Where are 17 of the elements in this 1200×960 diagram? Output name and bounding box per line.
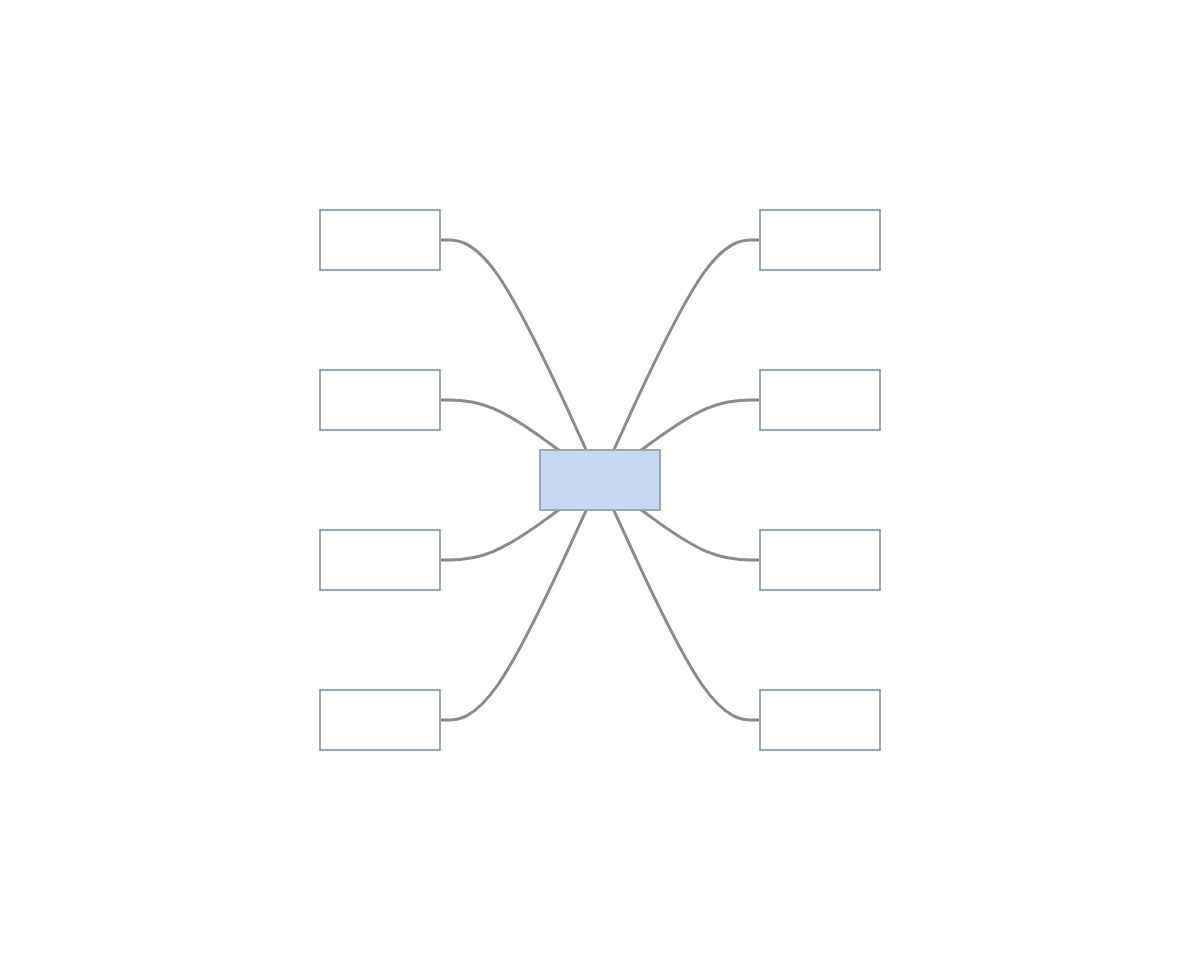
connector bbox=[440, 509, 588, 722]
node-box bbox=[319, 689, 441, 751]
node-box bbox=[319, 369, 441, 431]
connector bbox=[612, 238, 760, 451]
connector bbox=[640, 508, 760, 562]
node-box bbox=[319, 209, 441, 271]
node-box bbox=[759, 689, 881, 751]
node-box bbox=[759, 529, 881, 591]
connector bbox=[440, 238, 588, 451]
node-box bbox=[539, 449, 661, 511]
connector bbox=[440, 398, 560, 452]
node-box bbox=[759, 369, 881, 431]
connector bbox=[612, 509, 760, 722]
node-box bbox=[319, 529, 441, 591]
connector bbox=[640, 398, 760, 452]
node-box bbox=[759, 209, 881, 271]
connector bbox=[440, 508, 560, 562]
